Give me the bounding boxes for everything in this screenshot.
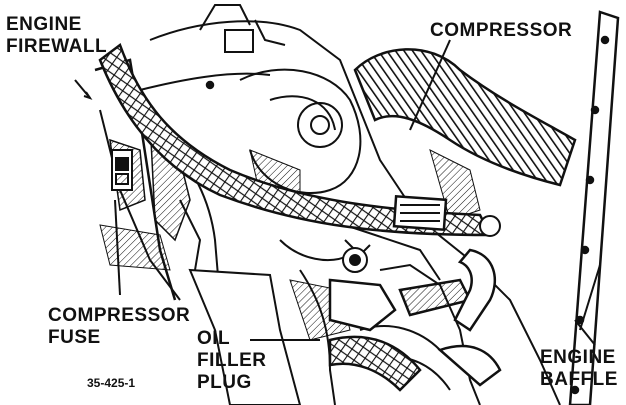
engine-baffle — [568, 10, 620, 405]
compressor-hose — [353, 48, 577, 187]
label-compressor-fuse: COMPRESSOR FUSE — [48, 305, 191, 348]
figure-id: 35-425-1 — [87, 376, 136, 390]
compressor-fuse — [111, 149, 133, 191]
label-oil-filler-plug: OIL FILLER PLUG — [197, 328, 267, 393]
label-compressor: COMPRESSOR — [430, 20, 573, 41]
oil-filler-plug — [342, 247, 368, 273]
bottom-panel — [188, 268, 302, 405]
label-engine-firewall: ENGINE FIREWALL — [6, 14, 108, 57]
leader-lines — [74, 39, 601, 346]
braided-hose — [98, 42, 501, 237]
label-engine-baffle: ENGINE BAFFLE — [540, 347, 618, 390]
lower-fittings — [328, 248, 502, 392]
